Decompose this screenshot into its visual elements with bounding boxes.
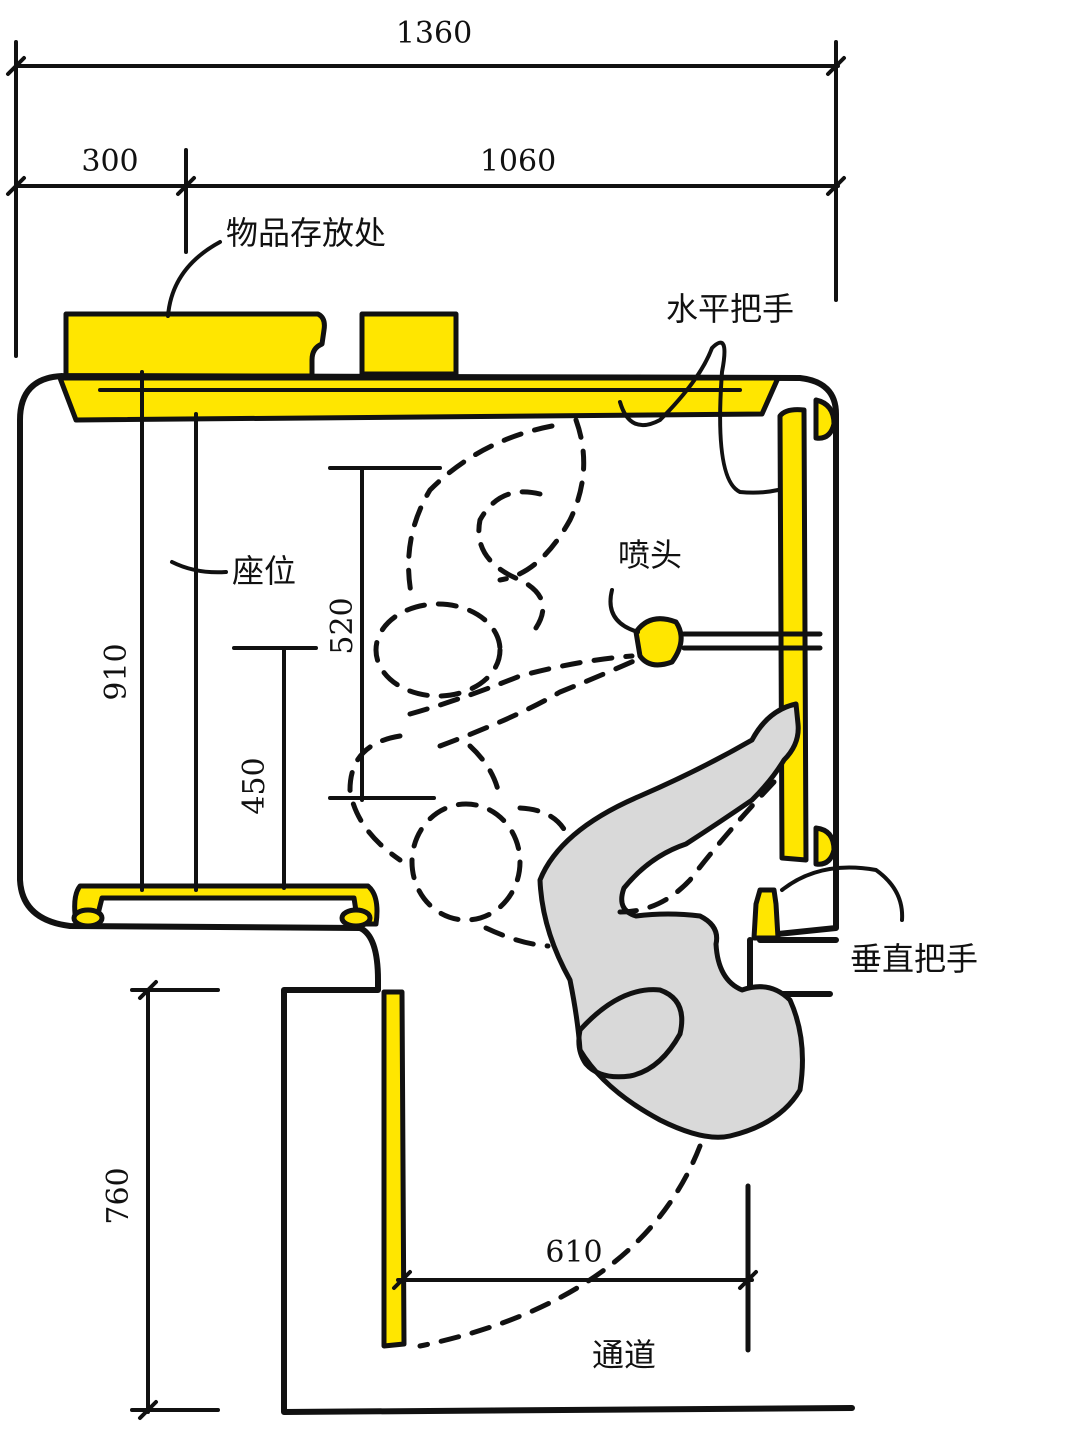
dim-door-clearance: 610 — [545, 1235, 602, 1270]
label-shower-head: 喷头 — [618, 536, 682, 574]
circulation-loops — [347, 417, 703, 1349]
seat-height-dimension — [232, 646, 318, 890]
showerhead-height-dimension — [328, 466, 442, 802]
label-seat: 座位 — [232, 552, 296, 590]
dim-passage-width: 760 — [101, 1167, 136, 1224]
shower-head — [633, 616, 823, 668]
dim-total-width: 1360 — [396, 16, 472, 51]
top-dimension-lines — [6, 40, 846, 358]
seat — [71, 883, 380, 929]
dim-seat-height: 450 — [237, 757, 272, 814]
passage-width-dimension — [130, 980, 220, 1420]
label-horizontal-grab-bar: 水平把手 — [666, 290, 794, 328]
horizontal-grab-bar — [57, 375, 781, 423]
dim-showerhead-height: 520 — [325, 597, 360, 654]
person-figure — [537, 701, 805, 1140]
enclosure-outline — [17, 373, 839, 939]
label-vertical-grab-bar: 垂直把手 — [850, 940, 978, 978]
door-clearance-dimension — [392, 1270, 758, 1290]
seat-depth-dimension — [140, 370, 198, 892]
seat-leader — [170, 560, 228, 575]
label-storage: 物品存放处 — [226, 214, 386, 252]
dim-seat-depth: 910 — [99, 643, 134, 700]
passage-walls — [281, 925, 855, 1415]
dim-storage-width: 300 — [81, 144, 138, 179]
label-passage: 通道 — [592, 1336, 656, 1374]
vertical-grab-bar — [747, 887, 839, 997]
dim-remaining-width: 1060 — [480, 144, 556, 179]
horizontal-grab-bar-leader — [618, 340, 780, 495]
shower-head-leader — [608, 588, 640, 634]
vertical-grab-bar-leader — [780, 865, 905, 922]
storage-leader — [166, 240, 222, 318]
door-panel — [381, 989, 407, 1349]
storage-shelf — [63, 311, 459, 379]
